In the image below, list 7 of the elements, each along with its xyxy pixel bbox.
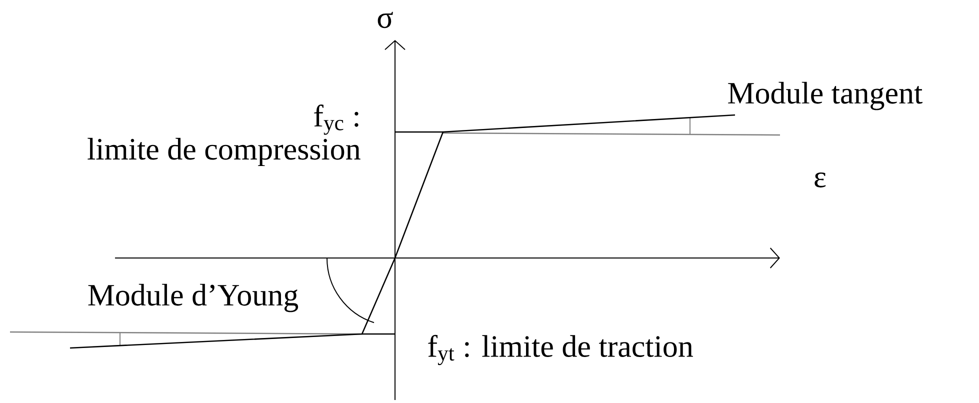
annotation-label: Module tangent	[728, 82, 922, 110]
limit-label: limite de compression	[88, 138, 360, 166]
annotation-label: Module d’Young	[88, 284, 298, 312]
axis-label: ε	[814, 172, 826, 188]
limit-label: f$_{yc}$ :	[314, 104, 358, 135]
axis-label: σ	[378, 12, 393, 28]
limit-label: f$_{yt}$ : limite de traction	[428, 334, 693, 366]
